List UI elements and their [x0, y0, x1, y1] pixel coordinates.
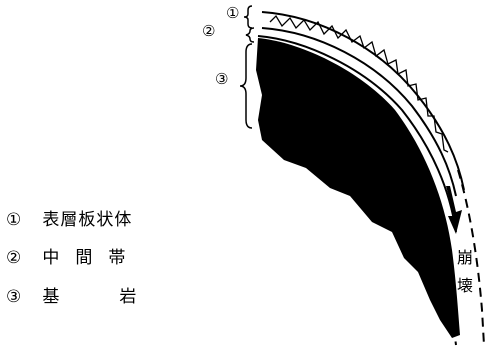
slip-line-1	[423, 179, 457, 346]
diagram-label-3: ③	[215, 70, 229, 88]
brace-layer-3	[239, 43, 253, 129]
surface-crack-pattern	[269, 14, 449, 153]
bedrock-region	[256, 38, 460, 338]
surface-layer-inner	[261, 27, 457, 197]
legend-number: ②	[6, 248, 23, 268]
middle-band-line	[257, 35, 457, 233]
legend-number: ③	[6, 287, 23, 307]
surface-layer-outer	[261, 11, 465, 191]
collapse-arrow-icon	[446, 186, 462, 234]
legend-number: ①	[6, 210, 23, 230]
brace-layer-2	[245, 27, 255, 43]
diagram-label-1: ①	[226, 4, 240, 22]
legend-char: 岩	[119, 287, 137, 307]
legend-char: 基	[42, 287, 60, 307]
slip-line-2	[457, 169, 485, 346]
legend-text: 表層板状体	[42, 210, 133, 230]
collapse-label-char-1: 崩	[457, 248, 474, 267]
legend-item-middle-zone: ② 中間帯	[6, 243, 141, 268]
legend-item-bedrock: ③ 基岩	[6, 282, 136, 307]
diagram-label-2: ②	[202, 22, 216, 40]
legend-item-surface-plate: ① 表層板状体	[6, 205, 132, 230]
legend-text: 基岩	[42, 282, 136, 307]
brace-layer-1	[243, 5, 253, 29]
legend-text: 中間帯	[42, 248, 142, 268]
collapse-label-char-2: 壊	[457, 276, 474, 295]
